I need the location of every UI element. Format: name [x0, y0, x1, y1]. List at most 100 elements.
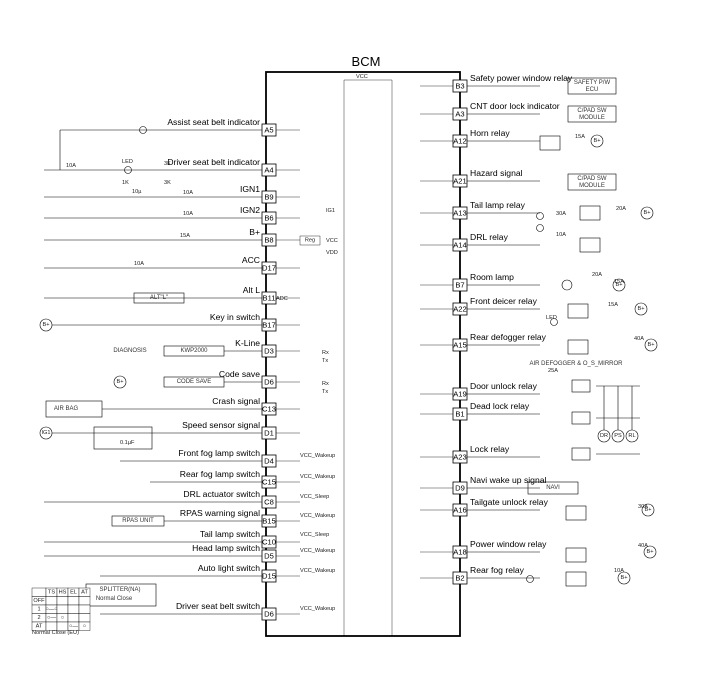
vdd-label: VDD [326, 250, 338, 256]
pin-id: A5 [264, 126, 273, 135]
safety-ecu-box [567, 77, 617, 95]
pin-id: A13 [453, 209, 467, 218]
pin-id: D9 [455, 484, 465, 493]
bcm-title: BCM [352, 54, 381, 69]
pin-id: B2 [455, 574, 464, 583]
pin-id: B15 [262, 517, 276, 526]
b-plus-terminal [644, 338, 658, 352]
alt-l-label: ALT"L" [150, 295, 168, 301]
pin-id: B17 [262, 321, 276, 330]
vcc-wakeup-label: VCC_Wakeup [300, 568, 335, 574]
fuse-label: 15A [608, 302, 618, 308]
led-label: LED [122, 159, 133, 165]
pin-id: B8 [264, 236, 273, 245]
rpas-unit-label: RPAS UNIT [122, 518, 154, 524]
b-plus-terminal [113, 375, 127, 389]
table-cell-text: AT [36, 623, 43, 629]
vcc-wakeup-label: VCC_Wakeup [300, 453, 335, 459]
splitter-sub-label: Normal Close [96, 596, 133, 602]
internal-labels: Reg VCC VDD ADC Rx Tx Rx Tx IG1 VCC_Wake… [120, 208, 338, 612]
deicer-relay-icon [567, 303, 589, 319]
pin-label: Lock relay [470, 444, 510, 454]
table-cell-text: HS [59, 589, 67, 595]
rear-fog-relay-icon [565, 571, 587, 587]
safety-ecu-label: ECU [586, 87, 599, 93]
pin-label: Auto light switch [198, 563, 260, 573]
pin-id: A19 [453, 390, 467, 399]
led-icon [124, 166, 132, 174]
fuse-label: 15A [575, 134, 585, 140]
table-cell [56, 604, 69, 614]
fuse-label: 40A [638, 543, 648, 549]
navi-box [527, 481, 579, 495]
kwp2000-label: KWP2000 [180, 348, 208, 354]
pin-label: Key in switch [210, 312, 260, 322]
pin-label: DRL actuator switch [183, 489, 260, 499]
b-plus-label: B+ [43, 322, 50, 328]
b-plus-label: B+ [648, 342, 655, 348]
table-cell-text: ○— [69, 623, 78, 629]
fuse-label: 20A [616, 206, 626, 212]
b-plus-label: B+ [647, 549, 654, 555]
table-cell [45, 596, 58, 606]
ig1-label: IG1 [326, 208, 335, 214]
cpad-sw-box [567, 173, 617, 191]
pin-label: Hazard signal [470, 168, 523, 178]
deicer-led-label: LED [546, 315, 557, 321]
fuse-label: 20A [592, 272, 602, 278]
b-plus-terminal [612, 278, 626, 292]
b-plus-terminal [590, 134, 604, 148]
switch-table-caption: Normal Close (EU) [32, 630, 79, 636]
pin-id: B7 [455, 281, 464, 290]
adc-label: ADC [276, 296, 288, 302]
pin-id: D6 [264, 610, 274, 619]
pin-label: Front fog lamp switch [178, 448, 260, 458]
pin-id: A12 [453, 137, 467, 146]
b-plus-terminal [643, 545, 657, 559]
pin-label: CNT door lock indicator [470, 101, 560, 111]
vcc-label: VCC [356, 74, 368, 80]
pw-relay-icon [565, 547, 587, 563]
pin-label: Driver seat belt indicator [167, 157, 260, 167]
table-cell-text: ○—○ [45, 606, 57, 612]
pin-label: Power window relay [470, 539, 547, 549]
pin-id: C15 [262, 478, 276, 487]
fuse-label: 25A [548, 368, 558, 374]
b-plus-terminal [617, 571, 631, 585]
table-cell-text: ○— [47, 615, 56, 621]
left-pin-row: B8B+ [249, 227, 300, 247]
table-cell [78, 613, 91, 623]
rx-label: Rx [322, 350, 329, 356]
vcc-sleep-label: VCC_Sleep [300, 532, 329, 538]
pin-id: D4 [264, 457, 274, 466]
b-plus-terminal [640, 206, 654, 220]
pin-label: Tail lamp relay [470, 200, 526, 210]
pin-label: Navi wake up signal [470, 475, 547, 485]
lamp-icon [139, 126, 147, 134]
pin-label: Head lamp switch [192, 543, 260, 553]
left-pin-row: D4 Front fog lamp switch [178, 448, 300, 468]
pin-id: A21 [453, 177, 467, 186]
tx-label: Tx [322, 358, 328, 364]
air-defogger-label: AIR DEFOGGER & O_S_MIRROR [529, 361, 623, 367]
fuse-label: 10A [183, 211, 193, 217]
speed-sensor-box [93, 426, 153, 450]
